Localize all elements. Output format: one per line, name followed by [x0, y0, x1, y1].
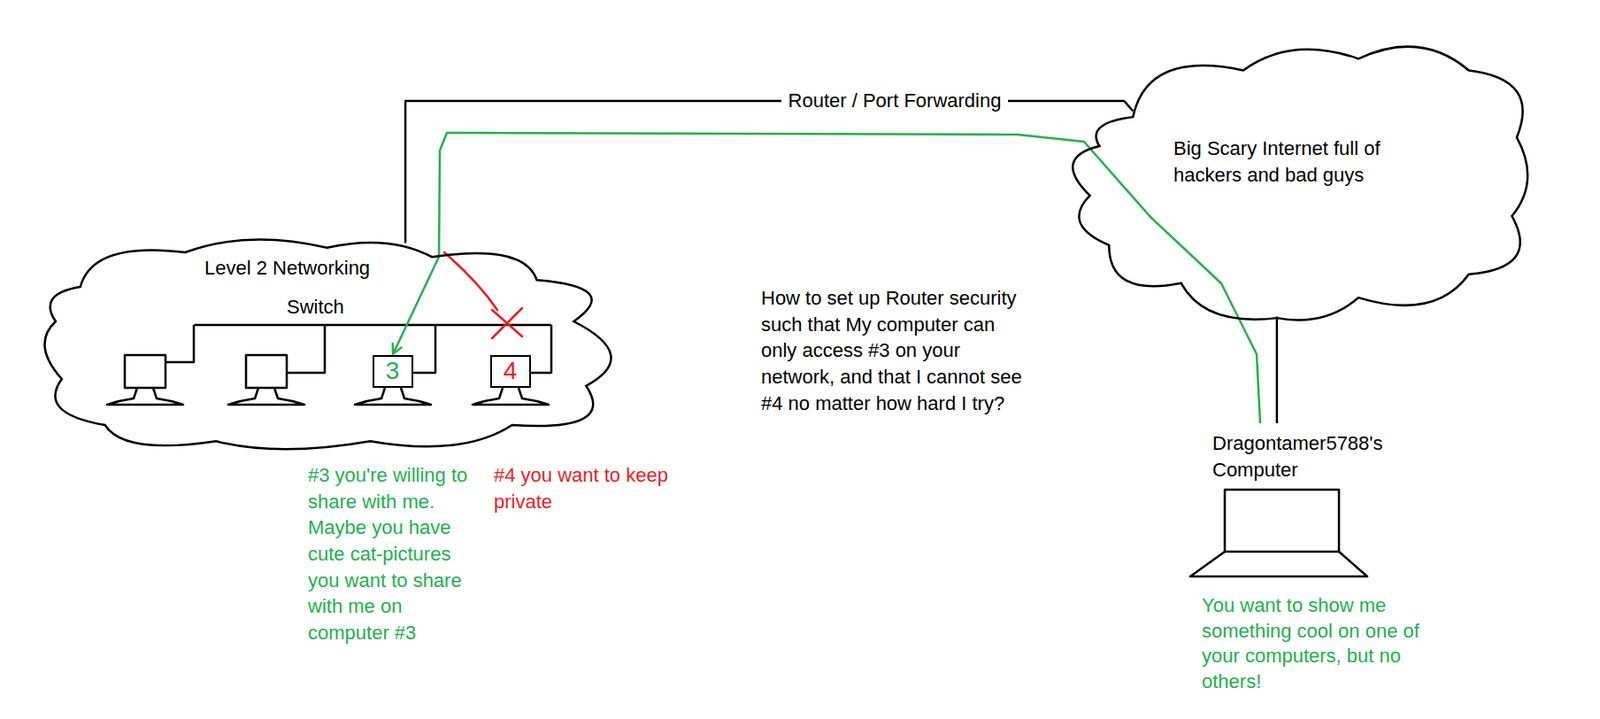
- node-text: 3: [385, 358, 400, 384]
- laptop-node: Dragontamer5788's Computer: [1208, 423, 1422, 583]
- switch-cloud: Level 2 NetworkingSwitch 3 4: [30, 229, 648, 460]
- internet-cloud: Big Scary Internet full of hackers and b…: [1061, 35, 1541, 327]
- monitor-base: [107, 387, 184, 405]
- computer-screen: 3: [372, 354, 414, 388]
- switch-wires: [124, 324, 552, 388]
- note-text: #4 you want to keep private: [493, 461, 707, 515]
- note-text: You want to show me something cool on on…: [1201, 592, 1459, 694]
- node-text: Switch: [286, 293, 345, 321]
- connector: [1276, 316, 1279, 424]
- monitor-base: [228, 387, 305, 405]
- node-text: Big Scary Internet full of hackers and b…: [1173, 135, 1413, 188]
- blocked-path: [444, 252, 523, 339]
- connector: [392, 132, 1261, 424]
- edge-label: Router / Port Forwarding: [781, 87, 1009, 115]
- node-text: Level 2 Networking: [204, 254, 370, 282]
- node-text: 4: [503, 358, 518, 384]
- monitor-base: [472, 387, 549, 405]
- node-text: Dragontamer5788's Computer: [1212, 430, 1403, 483]
- note-text: #3 you're willing to share with me. Mayb…: [307, 461, 485, 647]
- laptop-symbol: [1190, 489, 1368, 577]
- note-text: How to set up Router security such that …: [761, 284, 1027, 416]
- computer-screen: 4: [490, 354, 531, 388]
- monitor-base: [354, 387, 431, 405]
- connector: [405, 100, 1133, 244]
